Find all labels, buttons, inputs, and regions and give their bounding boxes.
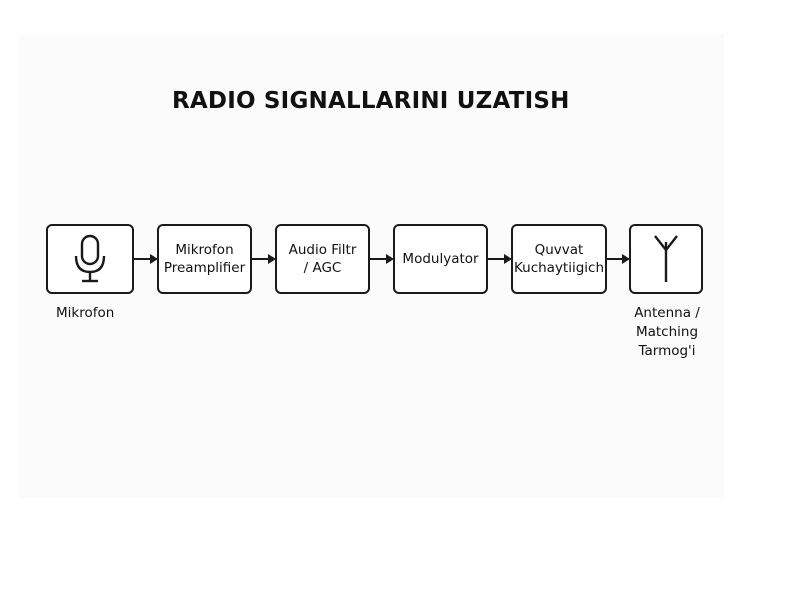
antenna-icon [654, 235, 678, 282]
caption-microphone: Mikrofon [56, 305, 115, 321]
block-power-amplifier: Quvvat Kuchaytiigich [511, 224, 607, 294]
block-microphone [46, 224, 134, 294]
block-power-amplifier-label: Quvvat Kuchaytiigich [513, 242, 605, 276]
caption-antenna: Antenna / Matching Tarmog'i [634, 305, 700, 359]
arrow-icon [134, 254, 158, 264]
microphone-icon [74, 234, 106, 283]
block-antenna [629, 224, 703, 294]
block-modulator: Modulyator [393, 224, 488, 294]
arrow-icon [607, 254, 630, 264]
arrow-icon [488, 254, 512, 264]
block-preamplifier: Mikrofon Preamplifier [157, 224, 252, 294]
arrow-icon [252, 254, 276, 264]
block-modulator-label: Modulyator [402, 251, 479, 267]
arrow-icon [370, 254, 394, 264]
diagram-title: RADIO SIGNALLARINI UZATISH [172, 88, 570, 114]
block-audio-filter-label: Audio Filtr / AGC [288, 242, 357, 276]
block-audio-filter: Audio Filtr / AGC [275, 224, 370, 294]
block-preamplifier-label: Mikrofon Preamplifier [163, 242, 246, 276]
